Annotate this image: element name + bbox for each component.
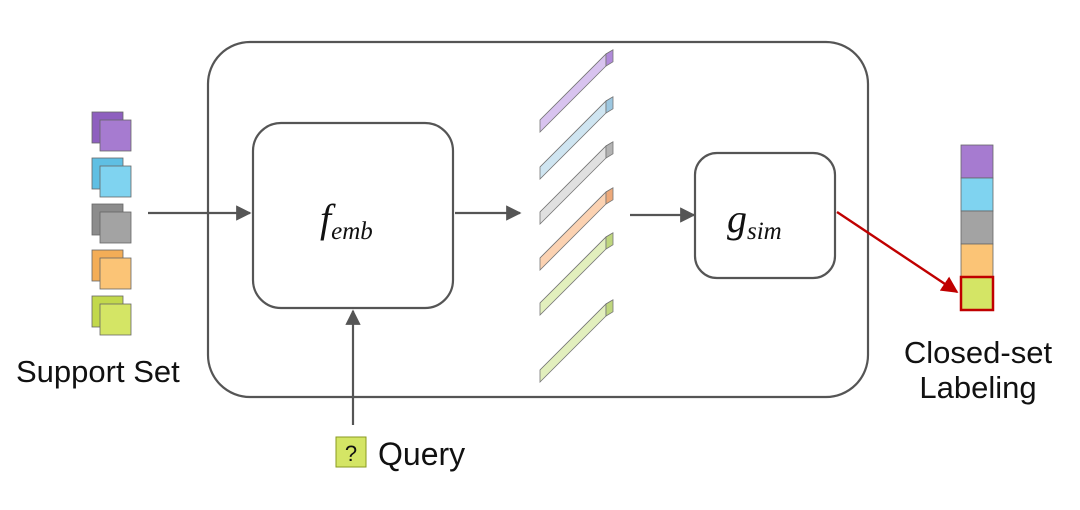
label-cell-purple [960,144,994,179]
support-sample-front [99,165,132,198]
support-sample-front [99,119,132,152]
support-stack-orange [91,249,132,290]
embedding-vector [539,96,614,180]
support-sample-front [99,303,132,336]
closed-set-label-line1: Closed-set [904,335,1053,370]
support-sample-front [99,257,132,290]
query: ? Query [335,436,465,472]
embedding-vector [539,187,614,271]
support-stack-purple [91,111,132,152]
embedding-vector [539,141,614,225]
support-set [91,111,132,336]
query-mark: ? [345,441,357,466]
query-label: Query [378,436,465,472]
embedding-vector [539,232,614,316]
support-set-label: Support Set [16,354,180,389]
closed-set-label-line2: Labeling [919,370,1036,405]
label-cell-orange [960,243,994,278]
predicted-label-cell [959,275,995,312]
label-cell-blue [960,177,994,212]
embedding-vectors [539,49,614,383]
embedding-vector [539,299,614,383]
support-stack-blue [91,157,132,198]
support-stack-green [91,295,132,336]
support-stack-gray [91,203,132,244]
embedding-function-box: femb [251,121,455,310]
support-sample-front [99,211,132,244]
label-cell-gray [960,210,994,245]
embedding-vector [539,49,614,133]
similarity-function-box: gsim [693,151,837,280]
similarity-function-label: gsim [727,196,782,245]
prediction-arrow [836,211,959,293]
closed-set-label-column [959,144,995,312]
query-square [335,436,367,468]
model-container [206,40,870,399]
